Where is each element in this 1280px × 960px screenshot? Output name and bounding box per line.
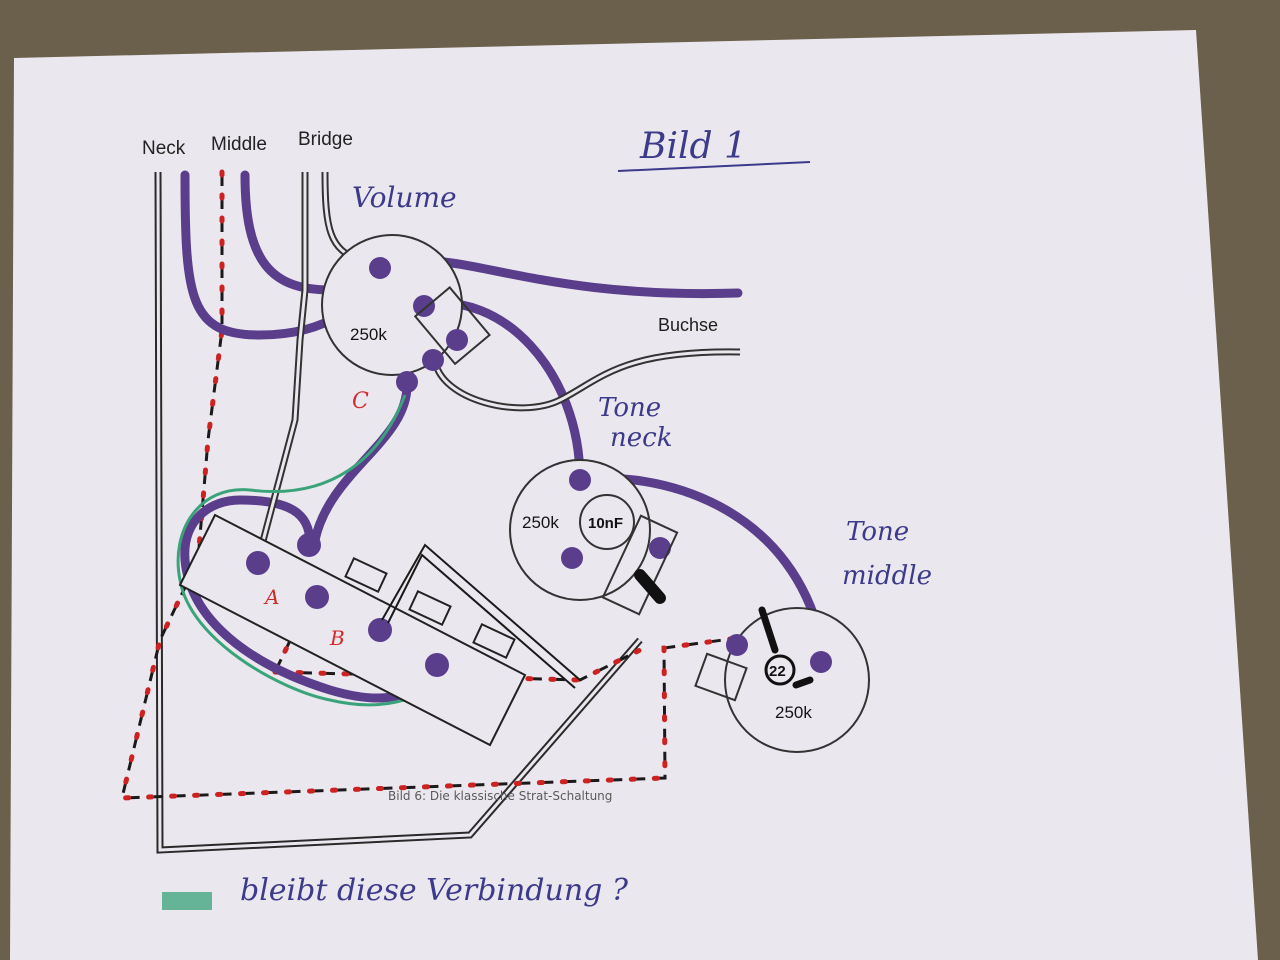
- marker-c: C: [352, 389, 369, 414]
- neck-label: Neck: [142, 138, 186, 159]
- tone-neck-bracket: [601, 514, 679, 616]
- tone-middle-value: 250k: [775, 703, 812, 722]
- tone-neck-lugs: [561, 469, 671, 569]
- tone-neck-pot: [509, 459, 651, 601]
- marker-b: B: [329, 626, 345, 650]
- legend-swatch: [162, 892, 212, 910]
- tone-middle-solder: [758, 606, 814, 689]
- tone-middle-label-line2: middle: [842, 561, 932, 591]
- figure-caption: Bild 6: Die klassische Strat-Schaltung: [388, 789, 612, 803]
- tone-middle-bracket: [694, 652, 748, 702]
- bridge-label: Bridge: [298, 129, 353, 150]
- tone-middle-capacitor-value: 22: [769, 663, 786, 680]
- tone-neck-label-line1: Tone: [598, 393, 661, 423]
- selector-switch: [178, 513, 527, 747]
- tone-middle-lugs: [726, 634, 832, 673]
- marker-a: A: [263, 585, 279, 609]
- switch-black-wire-2: [387, 553, 576, 689]
- legend-text: bleibt diese Verbindung ?: [240, 873, 629, 908]
- switch-black-wire-1: [381, 543, 581, 681]
- page-title: Bild 1: [639, 126, 747, 167]
- jack-label: Buchse: [658, 315, 718, 335]
- tone-middle-pot: [724, 607, 870, 753]
- questioned-connection: [176, 394, 442, 707]
- switch-tabs: [344, 557, 516, 659]
- tone-neck-value: 250k: [522, 513, 559, 532]
- tone-middle-capacitor: [764, 654, 796, 686]
- neck-lead-inner: [156, 171, 642, 852]
- volume-label: Volume: [352, 181, 457, 214]
- tone-middle-label-line1: Tone: [846, 517, 909, 547]
- switch-lugs: [246, 533, 449, 677]
- volume-lug-bracket: [413, 286, 491, 366]
- tone-neck-label-line2: neck: [610, 423, 672, 453]
- volume-pot: [321, 234, 463, 376]
- volume-lugs: [369, 257, 468, 393]
- tone-neck-capacitor: [579, 494, 635, 550]
- title-underline: [617, 161, 811, 172]
- middle-label: Middle: [211, 134, 267, 155]
- tone-neck-capacitor-value: 10nF: [588, 515, 623, 532]
- tone-neck-solder-blob: [634, 569, 666, 604]
- volume-value: 250k: [350, 325, 387, 344]
